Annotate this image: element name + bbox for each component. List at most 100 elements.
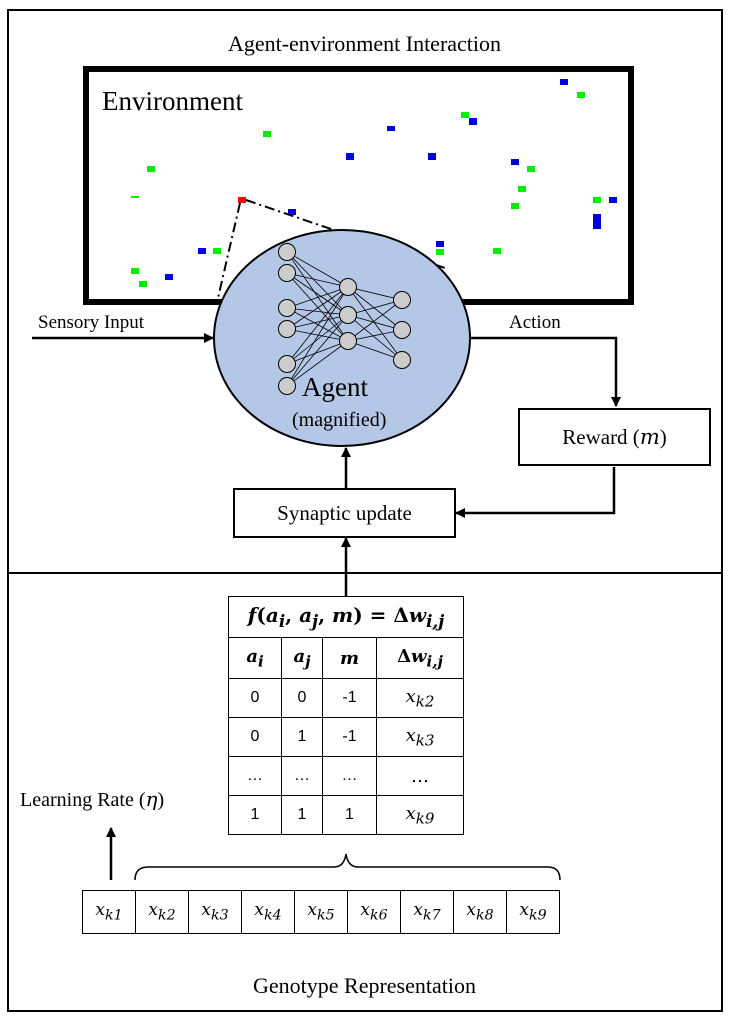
nn-neuron [339,332,357,350]
genotype-cell: xk1 [82,890,136,934]
nn-neuron [278,355,296,373]
food-particle [131,268,139,274]
nn-connection [286,340,349,387]
food-particle [461,112,469,118]
rule-table-cell: … [228,756,282,796]
poison-particle [346,153,354,160]
rule-table-cell: xk2 [376,678,464,718]
genotype-cell: xk8 [453,890,507,934]
nn-connection [286,251,349,342]
rule-table-cell: -1 [322,678,377,718]
reward-box: Reward (m) [518,408,711,466]
food-particle [593,197,601,203]
poison-particle [511,159,519,165]
rule-table-cell: 0 [228,678,282,718]
nn-connection [286,272,349,342]
reward-paren: ) [659,424,667,449]
nn-connection [286,314,349,365]
poison-particle [387,126,395,131]
learning-rate-text: Learning Rate ( [20,789,146,811]
food-particle [518,186,526,192]
nn-neuron [339,306,357,324]
genotype-cell: xk4 [241,890,295,934]
nn-connection [286,251,349,316]
nn-connection [286,286,349,387]
poison-particle [469,118,477,125]
nn-connection [347,299,403,316]
food-particle [213,248,221,254]
nn-neuron [278,299,296,317]
poison-particle [428,153,436,160]
nn-connection [286,251,349,288]
genotype-cell: xk2 [135,890,189,934]
nn-neuron [278,377,296,395]
neural-network [278,243,411,395]
agent-label: Agent [302,372,368,402]
nn-connection [286,340,349,365]
poison-particle [609,197,617,203]
rule-table-cell: -1 [322,717,377,757]
action-label: Action [509,312,561,333]
food-particle [436,249,444,255]
nn-neuron [278,320,296,338]
section-title-interaction: Agent-environment Interaction [227,31,502,56]
rule-table-cell: 0 [228,717,282,757]
poison-particle [198,248,206,254]
nn-neuron [393,321,411,339]
reward-to-update-arrow [455,467,616,518]
poison-particle [560,79,568,85]
nn-connection [347,286,403,301]
genotype-cell: xk6 [347,890,401,934]
rule-table-cell: 1 [281,795,323,835]
nn-connection [286,307,349,316]
genotype-cell: xk5 [294,890,348,934]
reward-variable: m [639,425,660,449]
rule-table-cell: 0 [281,678,323,718]
food-particle [511,203,519,209]
synaptic-update-label: Synaptic update [277,500,412,525]
poison-particle [288,209,296,215]
sensory-input-label: Sensory Input [38,312,145,333]
nn-connection [286,272,349,316]
col-header-m: m [322,637,377,679]
learning-rate-paren: ) [157,789,165,811]
rule-table-cell: 1 [322,795,377,835]
nn-connection [286,307,349,342]
nn-connection [286,328,349,342]
nn-connection [347,314,403,361]
nn-connection [347,286,403,361]
nn-connection [347,286,403,331]
nn-connection [347,340,403,361]
nn-connection [286,272,349,288]
action-arrow [470,336,621,407]
food-particle [263,131,271,137]
food-particle [131,196,139,198]
nn-connection [347,314,403,331]
synaptic-update-box: Synaptic update [233,488,456,538]
nn-connection [286,286,349,365]
food-particle [147,166,155,172]
genotype-cell: xk7 [400,890,454,934]
agent-particle [238,197,246,203]
agent-sub-label: (magnified) [292,409,387,431]
nn-neuron [393,351,411,369]
col-header-aj: aj [281,637,323,679]
rule-table-cell: 1 [281,717,323,757]
col-header-ai: ai [228,637,282,679]
poison-particle [436,241,444,247]
genotype-caption: Genotype Representation [253,973,476,998]
rule-table-cell: xk3 [376,717,464,757]
rule-ai: a [265,603,279,627]
environment-label: Environment [102,86,243,116]
rule-aj: a [299,603,313,627]
nn-connection [286,314,349,387]
genotype-cell: xk9 [506,890,560,934]
food-particle [139,281,147,287]
nn-neuron [278,264,296,282]
learning-rate-variable: η [145,787,158,811]
